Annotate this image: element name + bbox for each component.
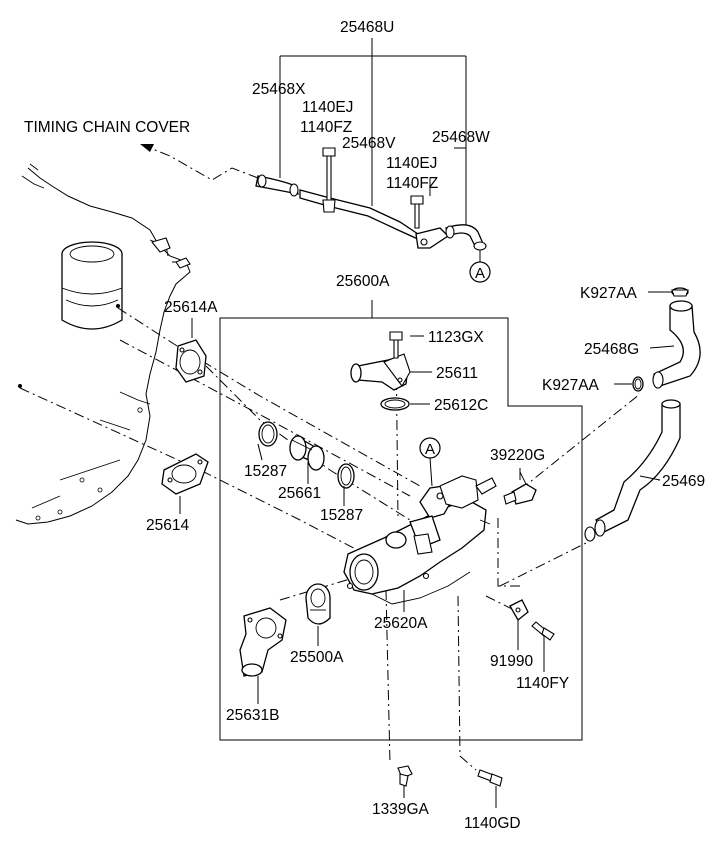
o-ring-15287-left bbox=[258, 421, 278, 447]
bolt-1140GD bbox=[477, 769, 503, 808]
label-25661: 25661 bbox=[278, 485, 321, 502]
thermostat-25500A bbox=[305, 583, 331, 625]
label-25468V: 25468V bbox=[342, 135, 396, 152]
label-25614A: 25614A bbox=[164, 299, 218, 316]
label-25468G: 25468G bbox=[584, 341, 639, 358]
label-25468X: 25468X bbox=[252, 81, 306, 98]
leader-lines bbox=[179, 178, 675, 704]
bolt-1140FY bbox=[531, 621, 555, 672]
label-91990: 91990 bbox=[490, 653, 533, 670]
assembly-boundary bbox=[219, 300, 583, 741]
label-25468U: 25468U bbox=[340, 19, 394, 36]
label-1140FY: 1140FY bbox=[516, 675, 569, 692]
reference-marker-a-mid: A bbox=[419, 437, 441, 487]
reference-a-mid-label: A bbox=[425, 441, 435, 458]
label-25469: 25469 bbox=[662, 473, 705, 490]
reference-a-top-label: A bbox=[475, 265, 485, 282]
label-K927AA-bottom: K927AA bbox=[542, 377, 600, 394]
label-25620A: 25620A bbox=[374, 615, 428, 632]
engine-block-outline bbox=[15, 163, 191, 525]
label-25614: 25614 bbox=[146, 517, 189, 534]
label-1140FZ-lower: 1140FZ bbox=[386, 175, 438, 192]
gasket-25614A bbox=[175, 339, 207, 383]
label-25500A: 25500A bbox=[290, 649, 344, 666]
gasket-25614 bbox=[161, 453, 209, 495]
label-25468W: 25468W bbox=[432, 129, 490, 146]
hose-25468G bbox=[652, 300, 701, 389]
label-1339GA: 1339GA bbox=[372, 801, 430, 818]
bolt-1339GA bbox=[397, 765, 413, 798]
timing-chain-cover-arrow bbox=[140, 144, 259, 181]
label-15287-right: 15287 bbox=[320, 507, 363, 524]
label-25600A: 25600A bbox=[336, 273, 390, 290]
label-K927AA-top: K927AA bbox=[580, 285, 638, 302]
label-1123GX: 1123GX bbox=[428, 329, 484, 346]
sensor-39220G bbox=[503, 471, 537, 505]
label-15287-left: 15287 bbox=[244, 463, 287, 480]
hose-25469 bbox=[584, 399, 681, 542]
o-ring-25612C bbox=[380, 397, 410, 411]
label-1140EJ-lower: 1140EJ bbox=[386, 155, 437, 172]
bypass-pipe-assembly bbox=[255, 38, 487, 262]
o-ring-15287-right bbox=[337, 463, 355, 489]
label-39220G: 39220G bbox=[490, 447, 545, 464]
label-25612C: 25612C bbox=[434, 397, 488, 414]
label-timing-chain-cover: TIMING CHAIN COVER bbox=[24, 119, 190, 136]
clamp-K927AA-bottom bbox=[632, 376, 644, 392]
pipe-25661 bbox=[289, 434, 325, 471]
label-25631B: 25631B bbox=[226, 707, 279, 724]
reference-marker-a-top: A bbox=[469, 261, 491, 283]
label-1140GD: 1140GD bbox=[464, 815, 521, 832]
clamp-K927AA-top bbox=[671, 287, 689, 297]
label-1140EJ-upper: 1140EJ bbox=[302, 99, 353, 116]
water-inlet-25631B bbox=[239, 607, 287, 677]
bracket-91990 bbox=[509, 599, 529, 650]
part-labels: 25468U 25468X 1140EJ 1140FZ 25468V 25468… bbox=[24, 19, 705, 832]
label-1140FZ-upper: 1140FZ bbox=[300, 119, 352, 136]
water-inlet-fitting-25611 bbox=[350, 331, 411, 391]
label-25611: 25611 bbox=[436, 365, 478, 382]
thermostat-housing-25620A bbox=[343, 475, 497, 605]
